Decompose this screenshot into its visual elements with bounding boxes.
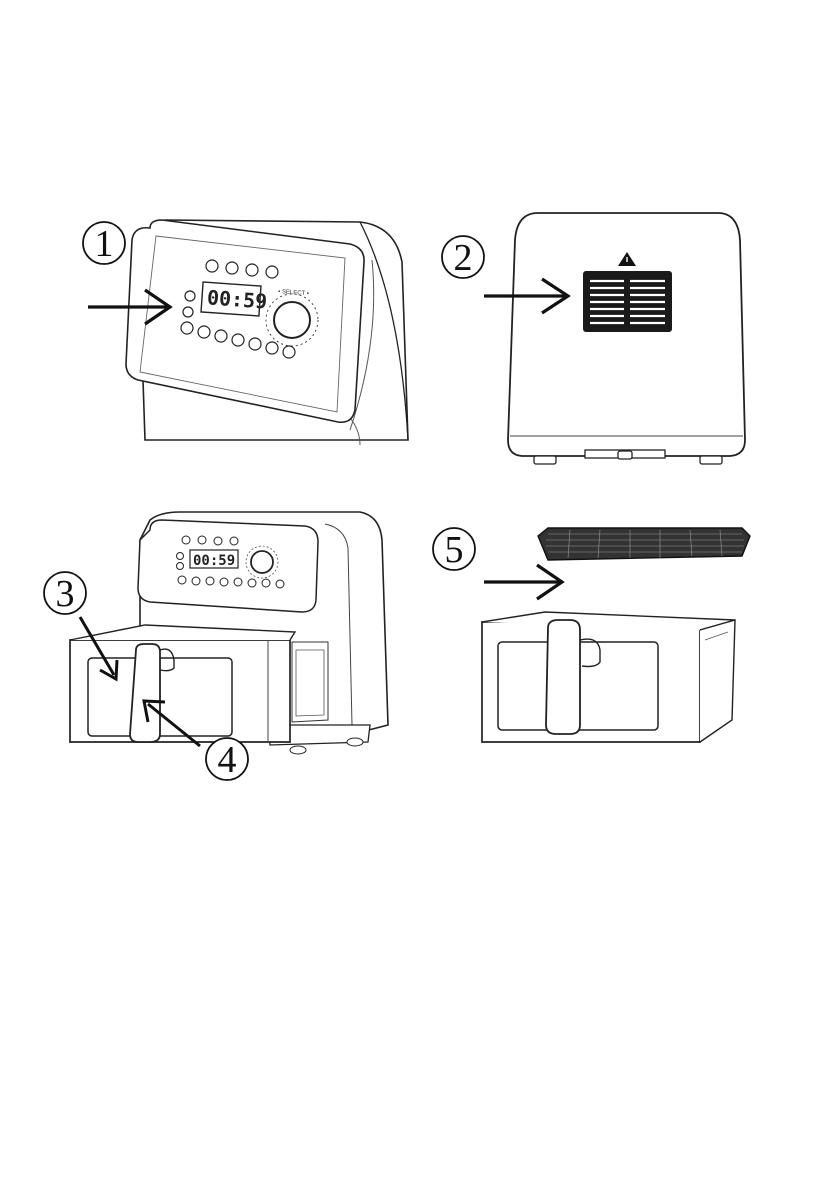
panel-display-time: 00:59 — [206, 285, 268, 313]
figure-drawer-handle: 00:59 3 4 — [44, 512, 388, 781]
callout-3: 3 — [56, 573, 75, 615]
callout-1: 1 — [95, 223, 114, 265]
drawer-handle — [130, 644, 160, 742]
callout-2: 2 — [454, 237, 473, 279]
small-display-time: 00:59 — [193, 553, 235, 569]
callout-5: 5 — [445, 529, 464, 571]
figure-crisper-plate: 5 — [433, 528, 750, 742]
select-dial — [274, 302, 310, 338]
figure-control-panel: 00:59 ▪ SELECT ▪ 1 — [83, 220, 408, 445]
arrow-right-icon — [484, 565, 562, 599]
figure-rear-vent: 2 — [442, 213, 745, 464]
callout-4: 4 — [218, 739, 237, 781]
basket-handle — [546, 620, 580, 734]
